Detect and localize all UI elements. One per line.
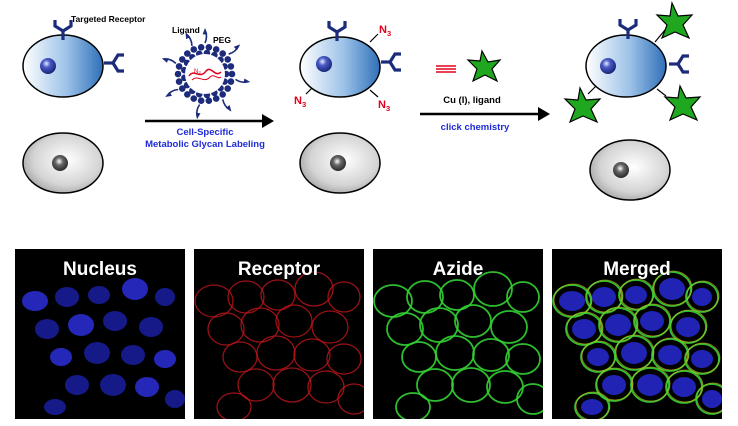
control-cell-stage1	[22, 132, 104, 194]
targeted-cell-stage1	[22, 18, 126, 98]
panel-title: Nucleus	[63, 259, 137, 280]
micrograph-image	[373, 271, 543, 419]
fluorophore-star-icon	[663, 84, 702, 122]
nucleus-icon	[600, 58, 616, 74]
panel-title: Merged	[603, 259, 671, 280]
peg-label: PEG	[213, 35, 231, 45]
labeling-scheme: Targeted Receptor N₃ Ligand PEG Cell-Spe…	[22, 0, 702, 201]
fluorophore-star-icon	[655, 0, 694, 40]
fluorophore-star-icon	[466, 49, 502, 83]
micrograph-image	[22, 278, 185, 415]
svg-text:N3: N3	[379, 24, 391, 38]
micrograph-merged: Merged	[552, 249, 722, 419]
step2-method: click chemistry	[441, 122, 510, 133]
receptor-icon	[379, 52, 403, 72]
control-cell-stage3	[589, 139, 671, 201]
nucleus-icon	[316, 56, 332, 72]
receptor-label: Targeted Receptor	[71, 14, 146, 24]
control-cell-stage2	[299, 132, 381, 194]
micrograph-azide: Azide	[373, 249, 543, 419]
alkyne-icon	[436, 65, 456, 73]
panel-title: Azide	[432, 259, 484, 280]
ligand-label: Ligand	[172, 25, 200, 35]
step1-line2: Metabolic Glycan Labeling	[145, 139, 265, 150]
svg-text:N₃: N₃	[194, 69, 201, 75]
nucleus-icon	[330, 155, 346, 171]
svg-text:N3: N3	[378, 99, 390, 113]
micrograph-image	[552, 270, 722, 419]
receptor-icon	[102, 53, 126, 73]
micrograph-receptor: Receptor	[194, 249, 364, 419]
nucleus-icon	[613, 162, 629, 178]
svg-text:N3: N3	[294, 95, 306, 109]
panel-title: Receptor	[237, 259, 321, 280]
nucleus-icon	[52, 155, 68, 171]
micrograph-image	[194, 271, 364, 419]
liposome-icon: N₃	[161, 28, 251, 120]
step1-line1: Cell-Specific	[176, 127, 233, 138]
step2-catalyst: Cu (I), ligand	[443, 95, 501, 106]
labeled-cell-stage3	[585, 17, 691, 98]
reaction-arrow-2	[420, 107, 550, 121]
reaction-arrow-1	[145, 114, 274, 128]
nucleus-icon	[40, 58, 56, 74]
fluorophore-star-icon	[563, 86, 602, 124]
azide-label: N3	[379, 24, 391, 38]
receptor-icon	[667, 54, 691, 74]
azide-label: N3	[294, 95, 306, 109]
micrograph-nucleus: Nucleus	[15, 249, 185, 419]
azide-label: N3	[378, 99, 390, 113]
azide-cell-stage2	[299, 19, 403, 98]
